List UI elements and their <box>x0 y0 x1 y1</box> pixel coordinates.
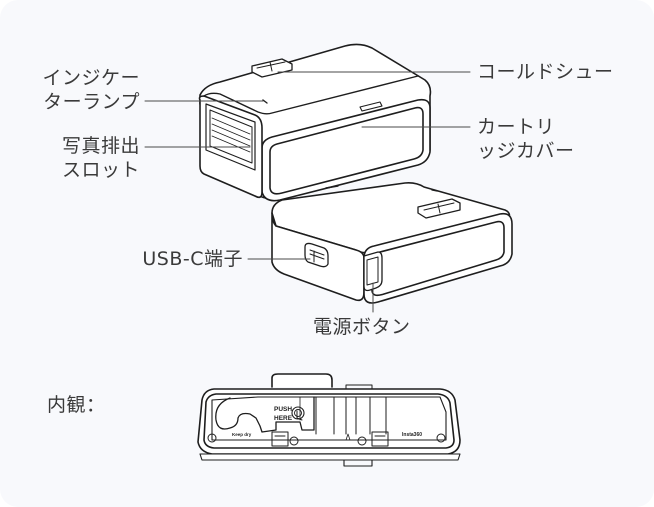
brand-text: Insta360 <box>402 432 422 438</box>
label-inner-view: 内観： <box>47 394 106 416</box>
here-text: HERE <box>274 415 293 422</box>
label-photo-slot: 写真排出 スロット <box>10 134 140 182</box>
label-cartridge-cover-line1: カートリ <box>477 116 556 138</box>
device-inner-view <box>197 373 461 467</box>
label-power-button: 電源ボタン <box>313 316 411 338</box>
leader-lines <box>144 71 471 313</box>
label-usb-c: USB-C端子 <box>142 248 243 270</box>
label-photo-slot-line2: スロット <box>61 159 140 181</box>
label-cartridge-cover-line2: ッジカバー <box>477 140 575 162</box>
label-photo-slot-line1: 写真排出 <box>61 135 140 157</box>
label-indicator-lamp: インジケー ターランプ <box>10 66 140 114</box>
keep-dry-text: Keep dry <box>232 432 252 437</box>
label-indicator-lamp-line1: インジケー <box>42 67 140 89</box>
device-top-view <box>198 43 432 202</box>
label-cold-shoe: コールドシュー <box>477 61 614 83</box>
label-indicator-lamp-line2: ターランプ <box>43 91 140 113</box>
label-cartridge-cover: カートリ ッジカバー <box>477 115 575 163</box>
push-text: PUSH <box>274 406 292 413</box>
device-side-view <box>271 182 513 304</box>
